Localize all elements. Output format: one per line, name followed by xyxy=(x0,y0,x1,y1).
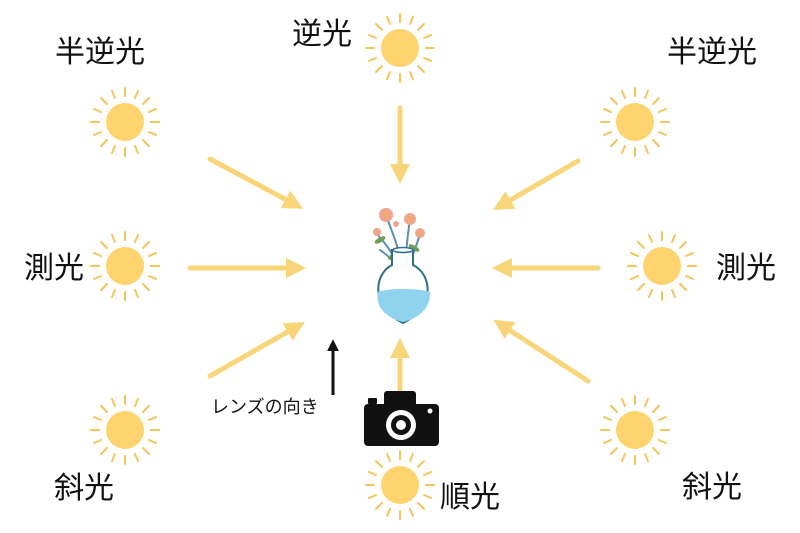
sun-icon-bottom-center xyxy=(365,450,435,520)
label-front-light: 順光 xyxy=(440,480,500,515)
label-oblique-left: 斜光 xyxy=(54,471,114,506)
label-half-backlight-right: 半逆光 xyxy=(667,35,757,70)
label-oblique-right: 斜光 xyxy=(682,470,742,505)
label-half-backlight-left: 半逆光 xyxy=(55,35,145,70)
sun-icon-top-right xyxy=(600,87,670,157)
label-backlight: 逆光 xyxy=(292,17,352,52)
arrow-from-top-right xyxy=(493,158,581,210)
sun-icon-top-left xyxy=(90,87,160,157)
label-sidelight-left: 測光 xyxy=(24,251,84,286)
arrow-from-bottom-left xyxy=(207,322,305,379)
label-sidelight-right: 測光 xyxy=(716,251,776,286)
sun-icon-bottom-left xyxy=(90,395,160,465)
sun-icon-top-center xyxy=(365,13,435,83)
camera-icon xyxy=(364,391,439,446)
sun-icon-mid-left xyxy=(90,231,160,301)
arrow-from-bottom-right xyxy=(493,319,591,384)
arrow-from-top-left xyxy=(207,156,304,209)
label-lens-direction: レンズの向き xyxy=(211,397,319,418)
flower-vase-icon xyxy=(373,208,431,325)
sun-icon-mid-right xyxy=(627,231,697,301)
sun-icon-bottom-right xyxy=(600,395,670,465)
